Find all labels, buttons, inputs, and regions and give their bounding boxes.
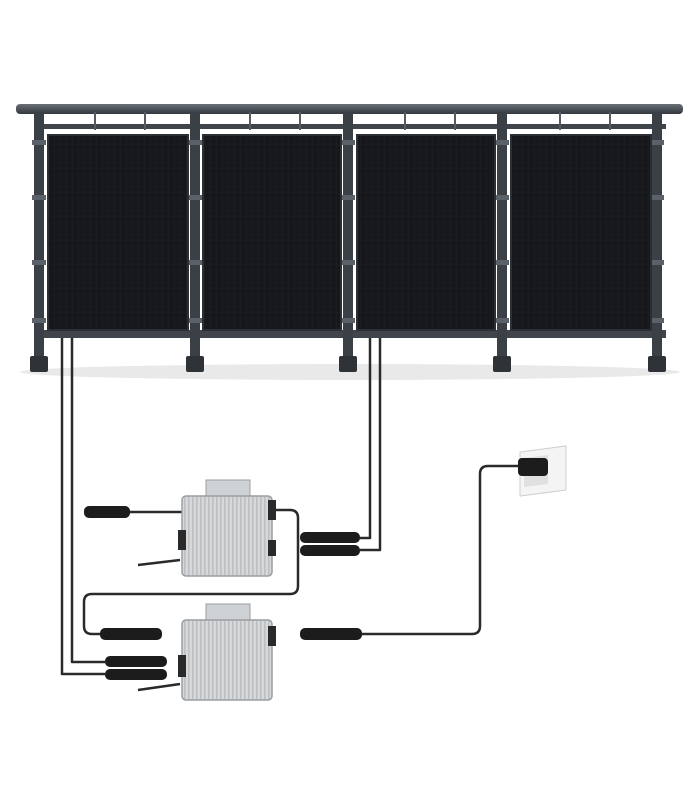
railing-feet	[30, 356, 666, 372]
ac-link-cable	[82, 508, 300, 636]
railing-posts	[34, 112, 662, 360]
railing-foot	[493, 356, 511, 372]
railing-post	[343, 112, 353, 360]
top-handrail	[16, 104, 683, 114]
railing-foot	[648, 356, 666, 372]
solar-panels	[47, 134, 652, 331]
railing-foot	[339, 356, 357, 372]
solar-panel	[356, 134, 496, 331]
micro-inverter	[178, 479, 276, 577]
antenna-cable	[137, 558, 181, 567]
plug	[518, 458, 548, 476]
dc-cable	[60, 338, 105, 676]
railing-post	[497, 112, 507, 360]
ac-end-connector	[84, 506, 130, 518]
solar-panel	[510, 134, 652, 331]
railing-brackets	[32, 140, 664, 323]
mc4-connector	[105, 656, 167, 667]
solar-panel	[202, 134, 342, 331]
wall-socket	[518, 445, 567, 497]
dc-cable	[360, 338, 382, 552]
ac-output-connector	[300, 628, 362, 640]
cables	[60, 338, 522, 692]
railing-foot	[186, 356, 204, 372]
connectors	[84, 506, 362, 680]
mc4-connector	[105, 669, 167, 680]
ac-link-connector	[100, 628, 162, 640]
solar-panel	[47, 134, 189, 331]
micro-inverter	[178, 603, 276, 701]
panel-hangers	[94, 112, 611, 130]
railing-post	[190, 112, 200, 360]
antenna-cable	[137, 682, 181, 692]
dc-cable	[360, 338, 372, 540]
railing-post	[652, 112, 662, 360]
mc4-connector	[300, 532, 360, 543]
balcony-railing	[16, 104, 683, 372]
railing-post	[34, 112, 44, 360]
mc4-connector	[300, 545, 360, 556]
railing-foot	[30, 356, 48, 372]
dc-cable	[70, 338, 105, 664]
ac-output-cable	[360, 464, 522, 636]
